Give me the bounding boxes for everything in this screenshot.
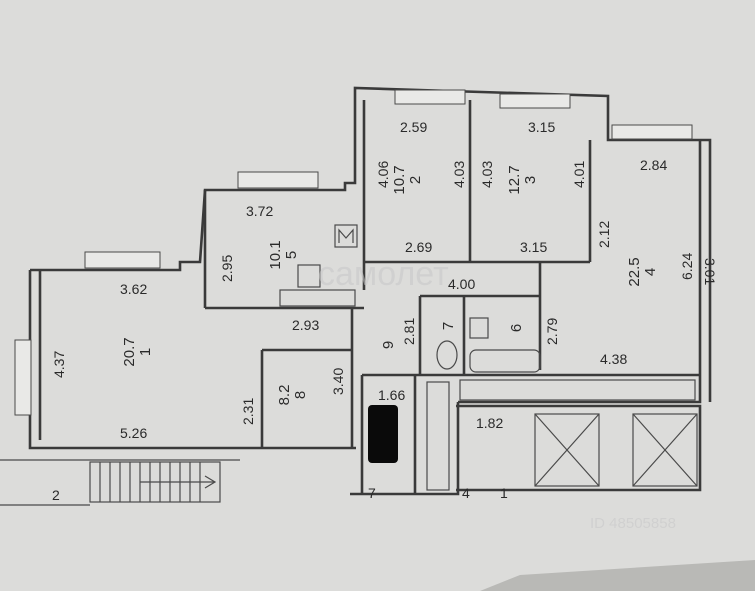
room-3-number: 3 [522, 176, 539, 184]
dim-r1-bottom: 5.26 [120, 425, 147, 441]
dim-r3-right: 4.01 [571, 161, 587, 188]
dim-r8-left: 2.31 [240, 398, 256, 425]
elevator-1-cross-icon [534, 413, 600, 487]
dim-r2-right: 4.03 [451, 161, 467, 188]
room-7-number: 7 [440, 322, 457, 330]
room-6-number: 6 [508, 324, 525, 332]
room-8-number: 8 [292, 391, 309, 399]
bathtub-icon [469, 349, 541, 373]
sink-icon [297, 264, 321, 288]
room-8-area: 8.2 [276, 385, 293, 406]
room-5-number: 5 [283, 251, 300, 259]
windows [14, 89, 693, 416]
dim-r4-top: 2.84 [640, 157, 667, 173]
room-1-area: 20.7 [121, 337, 138, 366]
room-4-number: 4 [642, 268, 659, 276]
dim-r4-inner: 2.12 [596, 221, 612, 248]
window-room3 [499, 93, 571, 109]
room-4-area: 22.5 [626, 257, 643, 286]
paper-shadow [480, 560, 755, 591]
stair-arrow-icon [140, 475, 217, 489]
dim-r1-top: 3.62 [120, 281, 147, 297]
redaction-block [368, 405, 398, 463]
toilet-icon [436, 340, 458, 370]
outer-walls [28, 86, 712, 496]
window-room1-side [14, 339, 32, 416]
dim-r1-left: 4.37 [51, 351, 67, 378]
stove-icon [334, 224, 358, 248]
dim-r2-left: 4.06 [375, 161, 391, 188]
stairs-icon [89, 461, 221, 503]
label-bottom-a: 7 [368, 485, 376, 501]
watermark: самолет [318, 255, 449, 293]
dim-r5-left: 2.95 [219, 255, 235, 282]
dim-r3-top: 3.15 [528, 119, 555, 135]
label-bottom-c: 1 [500, 485, 508, 501]
window-room5 [237, 171, 319, 189]
room-3-area: 12.7 [506, 165, 523, 194]
label-bottom-b: 4 [462, 485, 470, 501]
dim-r3-left: 4.03 [479, 161, 495, 188]
elevator-2-cross-icon [632, 413, 698, 487]
dim-corridor: 2.81 [401, 318, 417, 345]
dim-r2-top: 2.59 [400, 119, 427, 135]
room-9-number: 9 [380, 341, 397, 349]
fixtures [0, 224, 698, 506]
dim-r4-bottom: 4.38 [600, 351, 627, 367]
elevator-1-icon [534, 413, 600, 487]
dim-r5-top: 3.72 [246, 203, 273, 219]
dim-r4-right: 6.24 [679, 253, 695, 280]
window-room1 [84, 251, 161, 269]
room-5-area: 10.1 [267, 240, 284, 269]
interior-walls [203, 100, 700, 494]
room-2-number: 2 [407, 176, 424, 184]
dimension-labels: 2.59 3.15 2.84 3.72 3.62 2.69 3.15 4.00 … [51, 119, 718, 503]
room-2-area: 10.7 [391, 165, 408, 194]
room-labels: 1 20.7 2 10.7 3 12.7 4 22.5 5 10.1 6 7 8… [121, 165, 659, 405]
stove-mark-icon [338, 228, 354, 243]
dim-stair-top: 1.82 [476, 415, 503, 431]
counter-icon [279, 289, 356, 307]
room-1-number: 1 [137, 348, 154, 356]
dim-edge-right: 3.01 [702, 258, 718, 285]
vent-strip-icon [459, 379, 696, 401]
shaft-icon [426, 381, 450, 491]
listing-id: ID 48505858 [590, 515, 676, 532]
dim-hall-mid: 4.00 [448, 276, 475, 292]
dim-r10-top: 1.66 [378, 387, 405, 403]
dim-bath-top: 2.93 [292, 317, 319, 333]
elevator-2-icon [632, 413, 698, 487]
window-room2 [394, 89, 466, 105]
window-room4 [611, 124, 693, 140]
label-corner-left: 2 [52, 487, 60, 503]
dim-r4-lower: 2.79 [544, 318, 560, 345]
dim-r8-right: 3.40 [330, 368, 346, 395]
washbasin-icon [469, 317, 489, 339]
dim-r2-bottom: 2.69 [405, 239, 432, 255]
dim-r3-bottom: 3.15 [520, 239, 547, 255]
